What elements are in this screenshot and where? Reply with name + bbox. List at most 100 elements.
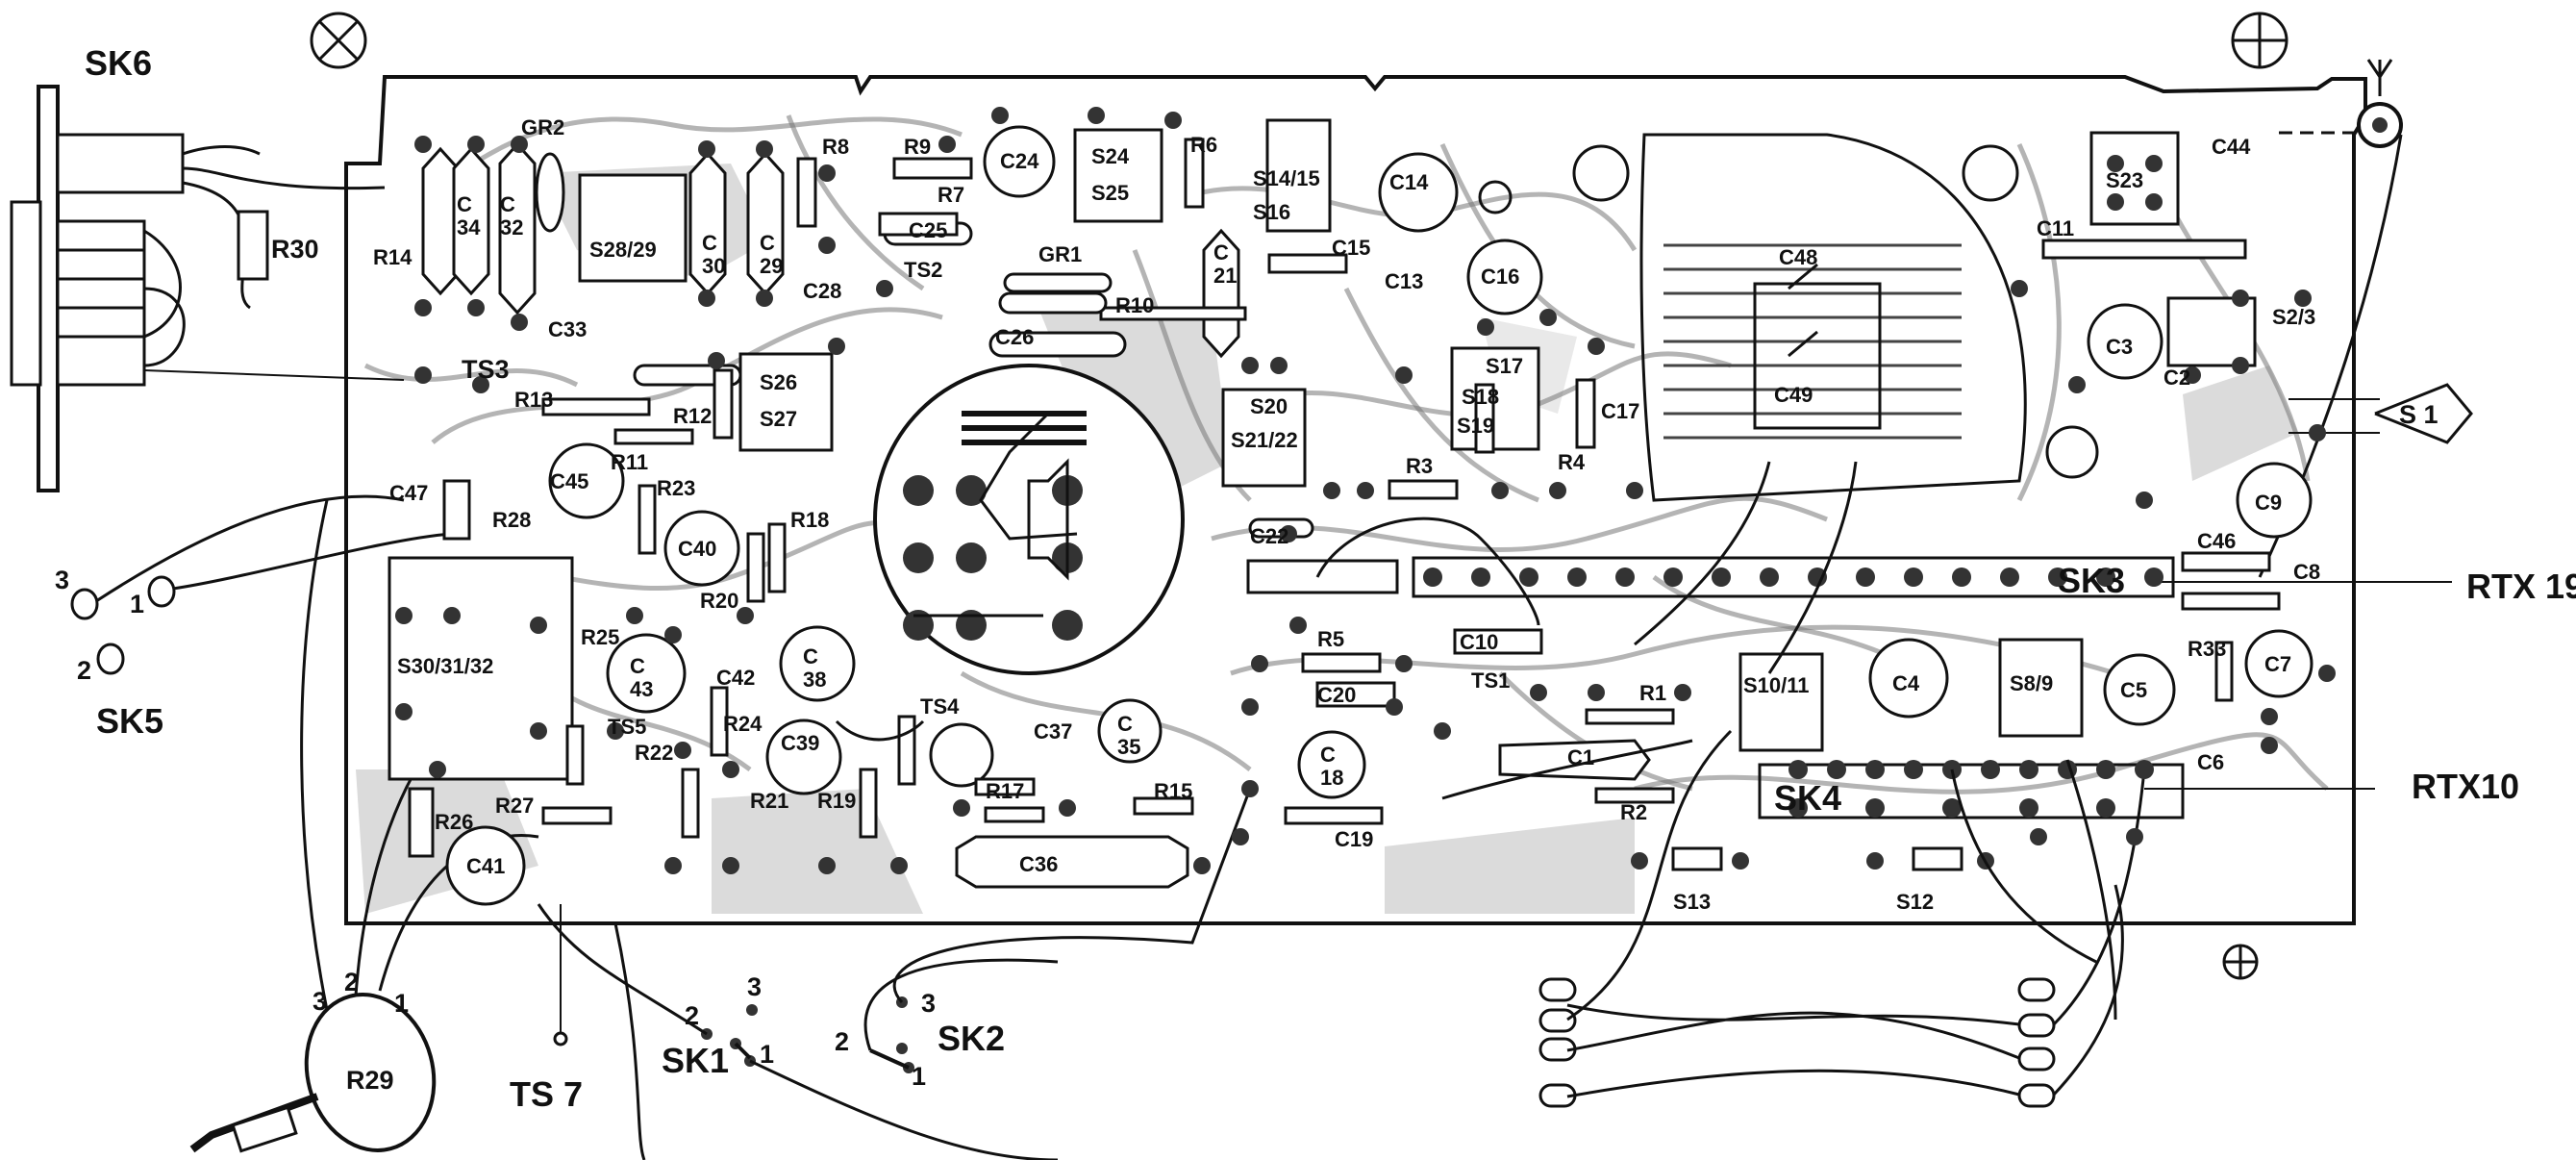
label-c40: C40 [678, 537, 716, 561]
label-c41: C41 [466, 854, 505, 878]
label-r21: R21 [750, 789, 788, 813]
label-ts4: TS4 [920, 694, 960, 719]
label-c20: C20 [1317, 683, 1356, 707]
capacitor-circles [445, 125, 2313, 906]
switch-blocks [388, 118, 2257, 781]
label-sk5-pin2: 2 [77, 656, 91, 685]
label-c46: C46 [2197, 529, 2236, 553]
label-sk4: SK4 [1774, 778, 1841, 818]
label-c19: C19 [1335, 827, 1373, 851]
label-s13: S13 [1673, 890, 1711, 914]
sk1-sk2-switches [537, 788, 1252, 1160]
label-c45: C45 [550, 469, 588, 493]
label-ts7: TS 7 [510, 1074, 583, 1114]
label-r29-pin1: 1 [394, 989, 409, 1018]
label-s16: S16 [1253, 200, 1290, 224]
speaker [873, 364, 1185, 675]
label-sk2-pin2: 2 [835, 1027, 849, 1056]
label-c42: C42 [716, 666, 755, 690]
label-r3: R3 [1406, 454, 1433, 478]
label-c49: C49 [1774, 383, 1813, 407]
label-r20: R20 [700, 589, 738, 613]
label-s26: S26 [760, 370, 797, 394]
label-c33: C33 [548, 317, 587, 341]
solder-pads [395, 107, 2336, 874]
label-sk1-pin3: 3 [747, 972, 762, 1001]
label-s30-31-32: S30/31/32 [397, 654, 493, 678]
label-sk1-pin1: 1 [760, 1040, 774, 1069]
label-sk2-pin1: 1 [912, 1062, 926, 1091]
label-r18: R18 [790, 508, 829, 532]
label-s1: S 1 [2399, 400, 2438, 429]
label-s24: S24 [1091, 144, 1130, 168]
label-c39: C39 [781, 731, 819, 755]
label-c17: C17 [1601, 399, 1639, 423]
label-ts3: TS3 [462, 355, 510, 384]
label-c11: C11 [2037, 216, 2074, 240]
label-s28-29: S28/29 [589, 238, 657, 262]
label-r27: R27 [495, 794, 534, 818]
label-s20: S20 [1250, 394, 1288, 418]
label-r33: R33 [2188, 637, 2226, 661]
label-r5: R5 [1317, 627, 1344, 651]
label-c44: C44 [2212, 135, 2251, 159]
label-r17: R17 [986, 779, 1024, 803]
label-sk5-pin1: 1 [130, 590, 144, 618]
label-r30: R30 [271, 235, 319, 264]
label-sk2-pin3: 3 [921, 989, 936, 1018]
label-c3: C3 [2106, 335, 2133, 359]
label-r29-pin3: 3 [313, 987, 327, 1016]
label-r25: R25 [581, 625, 619, 649]
label-r11: R11 [611, 450, 648, 474]
label-c48: C48 [1779, 245, 1817, 269]
label-r22: R22 [635, 741, 673, 765]
internal-wires [835, 412, 2117, 1021]
label-c28: C28 [803, 279, 841, 303]
label-ts1: TS1 [1471, 668, 1510, 693]
label-c2: C2 [2163, 366, 2190, 390]
label-r29: R29 [346, 1066, 394, 1095]
sk4-strip [1758, 763, 2185, 820]
sk6-connector [10, 85, 405, 492]
label-s17: S17 [1486, 354, 1523, 378]
label-c13: C13 [1385, 269, 1423, 293]
label-s25: S25 [1091, 181, 1129, 205]
label-r4: R4 [1558, 450, 1586, 474]
label-r19: R19 [817, 789, 856, 813]
label-gr2: GR2 [521, 115, 564, 139]
label-s27: S27 [760, 407, 797, 431]
label-c8: C8 [2293, 560, 2320, 584]
label-c1: C1 [1567, 745, 1594, 769]
label-c16: C16 [1481, 265, 1519, 289]
label-s18: S18 [1462, 385, 1499, 409]
label-r1: R1 [1639, 681, 1666, 705]
label-s23: S23 [2106, 168, 2143, 192]
label-c26: C26 [995, 325, 1034, 349]
label-r23: R23 [657, 476, 695, 500]
label-c10: C10 [1460, 630, 1498, 654]
registration-marks [310, 12, 2288, 980]
label-sk1: SK1 [662, 1041, 729, 1080]
label-c24: C24 [1000, 149, 1039, 173]
labels: SK6 SK5 3 1 2 R30 R29 3 2 1 TS 7 SK1 2 3… [55, 43, 2576, 1114]
coil-area [1639, 133, 2027, 502]
mounting-holes [1478, 144, 2099, 479]
label-r29-pin2: 2 [344, 968, 359, 996]
s1-terminal [2288, 383, 2473, 444]
trimmer-components [421, 141, 2281, 889]
label-s14-15: S14/15 [1253, 166, 1320, 190]
label-rtx10: RTX10 [2412, 767, 2519, 806]
label-c5: C5 [2120, 678, 2147, 702]
sk3-pads [1423, 567, 2163, 587]
r29-potentiometer [189, 499, 539, 1153]
label-s21-22: S21/22 [1231, 428, 1298, 452]
label-r14: R14 [373, 245, 413, 269]
label-c36: C36 [1019, 852, 1058, 876]
